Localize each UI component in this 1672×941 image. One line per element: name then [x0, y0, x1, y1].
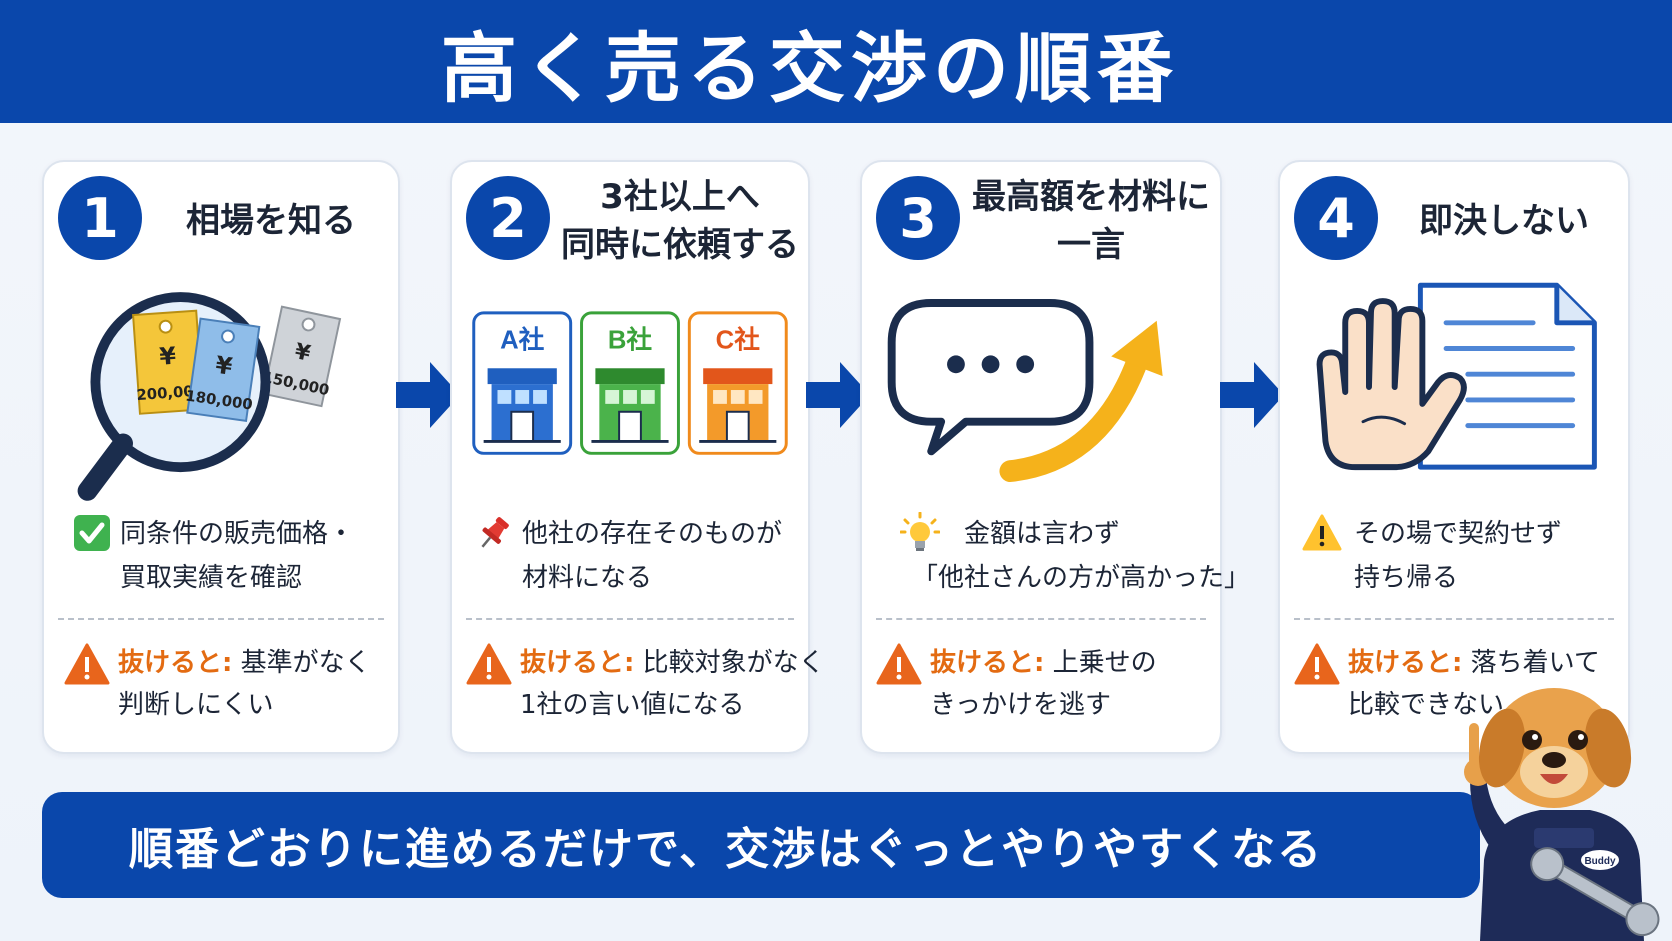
warning-note: 抜けると: 比較対象がなく 1社の言い値になる	[466, 642, 825, 726]
warning-label: 抜けると:	[1348, 648, 1463, 678]
warning-label: 抜けると:	[930, 648, 1045, 678]
warning-text: 抜けると: 基準がなく 判断しにくい	[118, 642, 371, 726]
point-line: 金額は言わず	[964, 519, 1121, 549]
point-text: 他社の存在そのものが 材料になる	[522, 512, 782, 600]
step-card-1: 1 相場を知る ¥ 150,000 ¥ 200,000 ¥ 180,000	[42, 160, 400, 754]
step-title: 即決しない	[1388, 176, 1620, 266]
warning-triangle-icon	[1294, 643, 1340, 685]
dog-mascot-icon: Buddy	[1464, 688, 1660, 941]
step-number-badge: 1	[58, 176, 142, 260]
step-title: 相場を知る	[152, 176, 390, 266]
step-point: 他社の存在そのものが 材料になる	[472, 512, 800, 600]
page-title: 高く売る交渉の順番	[441, 23, 1179, 113]
warning-note: 抜けると: 基準がなく 判断しにくい	[64, 642, 390, 726]
dashed-divider	[876, 618, 1206, 620]
point-line: 材料になる	[522, 563, 653, 593]
footer-message: 順番どおりに進めるだけで、交渉はぐっとやりやすくなる	[128, 824, 1324, 875]
lightbulb-icon	[898, 511, 942, 555]
price-tag-yellow: ¥ 200,000	[132, 309, 205, 415]
tag-price: 200,000	[136, 382, 205, 404]
point-line: 同条件の販売価格・	[120, 519, 355, 549]
pushpin-icon	[472, 511, 516, 555]
stop-hand-icon	[1316, 298, 1467, 471]
step-point: その場で契約せず 持ち帰る	[1300, 512, 1620, 600]
store-a: A社	[472, 311, 573, 455]
tag-currency: ¥	[214, 351, 235, 381]
point-line: 持ち帰る	[1354, 563, 1459, 593]
tag-currency: ¥	[158, 342, 177, 371]
footer-banner: 順番どおりに進めるだけで、交渉はぐっとやりやすくなる	[42, 792, 1480, 898]
warning-line: 上乗せの	[1052, 648, 1157, 678]
point-line: その場で契約せず	[1354, 519, 1563, 549]
up-trend-arrow-icon	[999, 351, 1148, 482]
warning-line: 落ち着いて	[1470, 648, 1600, 678]
warning-triangle-icon	[876, 643, 922, 685]
warning-label: 抜けると:	[520, 648, 635, 678]
step-number-badge: 4	[1294, 176, 1378, 260]
check-icon	[70, 511, 114, 555]
tag-currency: ¥	[292, 339, 312, 367]
warning-line: 基準がなく	[240, 648, 371, 678]
step-title-line: 3社以上へ	[600, 177, 760, 217]
magnifier-price-tags-illustration: ¥ 150,000 ¥ 200,000 ¥ 180,000	[77, 292, 342, 501]
warning-line: きっかけを逃す	[930, 690, 1111, 720]
step-number-badge: 2	[466, 176, 550, 260]
step-title-line: 即決しない	[1419, 201, 1589, 241]
arrow-right-icon	[1220, 362, 1284, 428]
point-text: 同条件の販売価格・ 買取実績を確認	[120, 512, 354, 600]
mascot-name-patch: Buddy	[1584, 856, 1616, 867]
step-card-3: 3 最高額を材料に 一言 金額は言わず 「他社さんの方が高かった」 抜けると: …	[860, 160, 1250, 754]
price-tag-gray: ¥ 150,000	[261, 305, 342, 408]
warning-note: 抜けると: 上乗せの きっかけを逃す	[876, 642, 1212, 726]
warning-label: 抜けると:	[118, 648, 233, 678]
warning-triangle-icon	[64, 643, 110, 685]
step-card-4: 4 即決しない その場で契約せず 持ち帰る 抜けると: 落ち着いて 比較	[1278, 160, 1630, 754]
dashed-divider	[466, 618, 794, 620]
warning-icon	[1300, 511, 1344, 555]
store-c: C社	[687, 311, 788, 455]
step-title: 最高額を材料に 一言	[970, 176, 1212, 266]
warning-text: 抜けると: 比較対象がなく 1社の言い値になる	[520, 642, 825, 726]
dashed-divider	[1294, 618, 1614, 620]
three-stores-illustration: A社 B社 C社	[472, 311, 788, 455]
arrow-right-icon	[806, 362, 870, 428]
header-banner: 高く売る交渉の順番	[0, 0, 1672, 123]
store-name: B社	[608, 324, 653, 354]
warning-text: 抜けると: 上乗せの きっかけを逃す	[930, 642, 1157, 726]
step-title-line: 一言	[1057, 225, 1125, 265]
store-b: B社	[580, 311, 680, 455]
point-line: 他社の存在そのものが	[522, 519, 783, 549]
speech-bubble-up-arrow-illustration	[887, 299, 1163, 482]
point-line: 「他社さんの方が高かった」	[912, 563, 1251, 593]
step-card-2: 2 3社以上へ 同時に依頼する A社 B社 C社	[450, 160, 825, 754]
price-tag-blue: ¥ 180,000	[184, 317, 261, 423]
warning-triangle-icon	[466, 643, 512, 685]
step-title-line: 最高額を材料に	[972, 177, 1210, 217]
warning-note: 抜けると: 落ち着いて 比較できない	[1294, 642, 1620, 726]
stop-hand-document-illustration	[1316, 282, 1597, 471]
step-point: 同条件の販売価格・ 買取実績を確認	[70, 512, 390, 600]
point-line: 買取実績を確認	[120, 563, 303, 593]
store-name: C社	[716, 324, 761, 354]
step-title-line: 同時に依頼する	[561, 225, 799, 265]
arrow-right-icon	[396, 362, 460, 428]
point-text: 金額は言わず 「他社さんの方が高かった」	[912, 512, 1250, 600]
warning-line: 比較できない	[1348, 690, 1505, 720]
warning-text: 抜けると: 落ち着いて 比較できない	[1348, 642, 1600, 726]
speech-bubble-icon	[887, 299, 1094, 456]
store-name: A社	[500, 324, 545, 354]
warning-line: 1社の言い値になる	[520, 690, 745, 720]
point-text: その場で契約せず 持ち帰る	[1354, 512, 1562, 600]
step-point: 金額は言わず 「他社さんの方が高かった」	[882, 511, 1250, 600]
dashed-divider	[58, 618, 384, 620]
step-title: 3社以上へ 同時に依頼する	[560, 176, 800, 266]
warning-line: 判断しにくい	[118, 690, 274, 720]
warning-line: 比較対象がなく	[642, 648, 825, 678]
magnifier-handle	[77, 433, 133, 501]
step-number-badge: 3	[876, 176, 960, 260]
step-title-line: 相場を知る	[186, 201, 356, 241]
